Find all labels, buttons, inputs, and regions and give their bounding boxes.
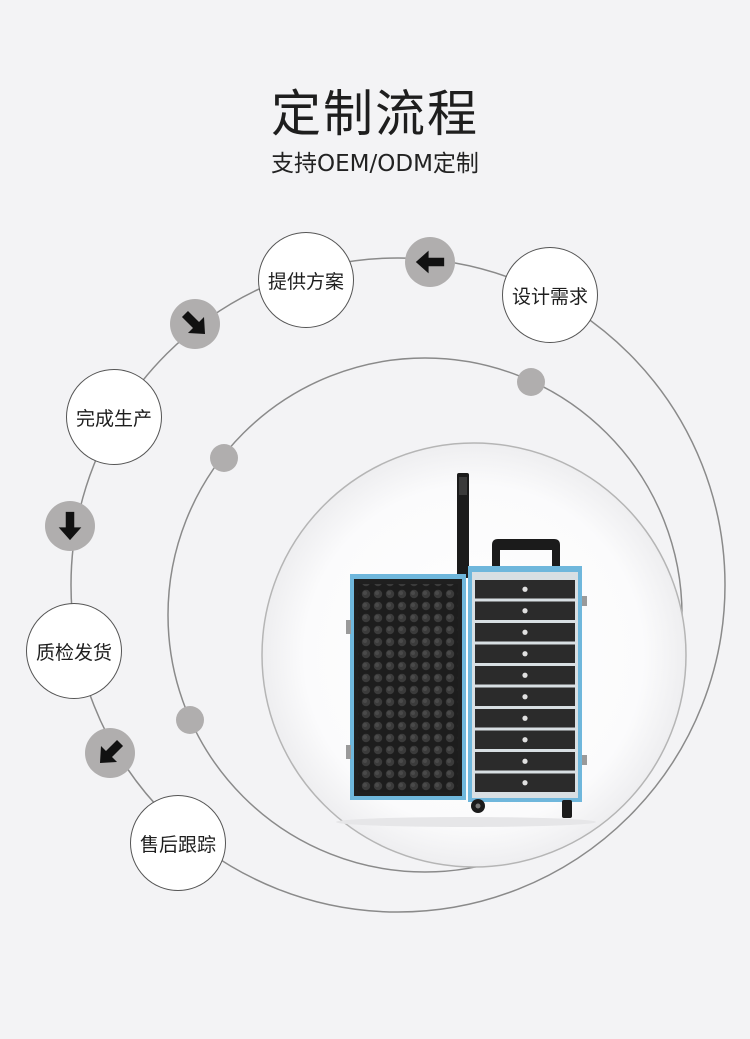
drawer-lock (522, 715, 528, 721)
step-label: 质检发货 (35, 641, 112, 664)
ring-dot (210, 444, 238, 472)
drawer-lock (522, 608, 528, 614)
step-production: 完成生产 (66, 369, 162, 465)
step-label: 完成生产 (75, 407, 152, 430)
drawer-lock (522, 672, 528, 678)
step-after-sales: 售后跟踪 (130, 795, 226, 891)
step-label: 设计需求 (511, 285, 588, 308)
arrow-down-left-icon (170, 299, 220, 349)
step-label: 提供方案 (267, 270, 344, 293)
arrow-left-icon (405, 237, 455, 287)
trolley-case-image (336, 473, 596, 827)
drawer-lock (522, 651, 528, 657)
page-subtitle: 支持OEM/ODM定制 (271, 151, 479, 177)
step-label: 售后跟踪 (139, 833, 216, 856)
step-provide-proposal: 提供方案 (258, 232, 354, 328)
page-title: 定制流程 (271, 85, 479, 143)
drawer-lock (522, 780, 528, 786)
drawer-lock (522, 737, 528, 743)
drawer-lock (522, 758, 528, 764)
drawer-lock (522, 629, 528, 635)
arrow-down-icon (45, 501, 95, 551)
drawer-lock (522, 586, 528, 592)
outer-ring (70, 257, 726, 913)
step-design-requirement: 设计需求 (502, 247, 598, 343)
arrow-down-right-icon (85, 728, 135, 778)
step-inspection-shipping: 质检发货 (26, 603, 122, 699)
ring-dot (176, 706, 204, 734)
ring-dot (517, 368, 545, 396)
drawer-lock (522, 694, 528, 700)
